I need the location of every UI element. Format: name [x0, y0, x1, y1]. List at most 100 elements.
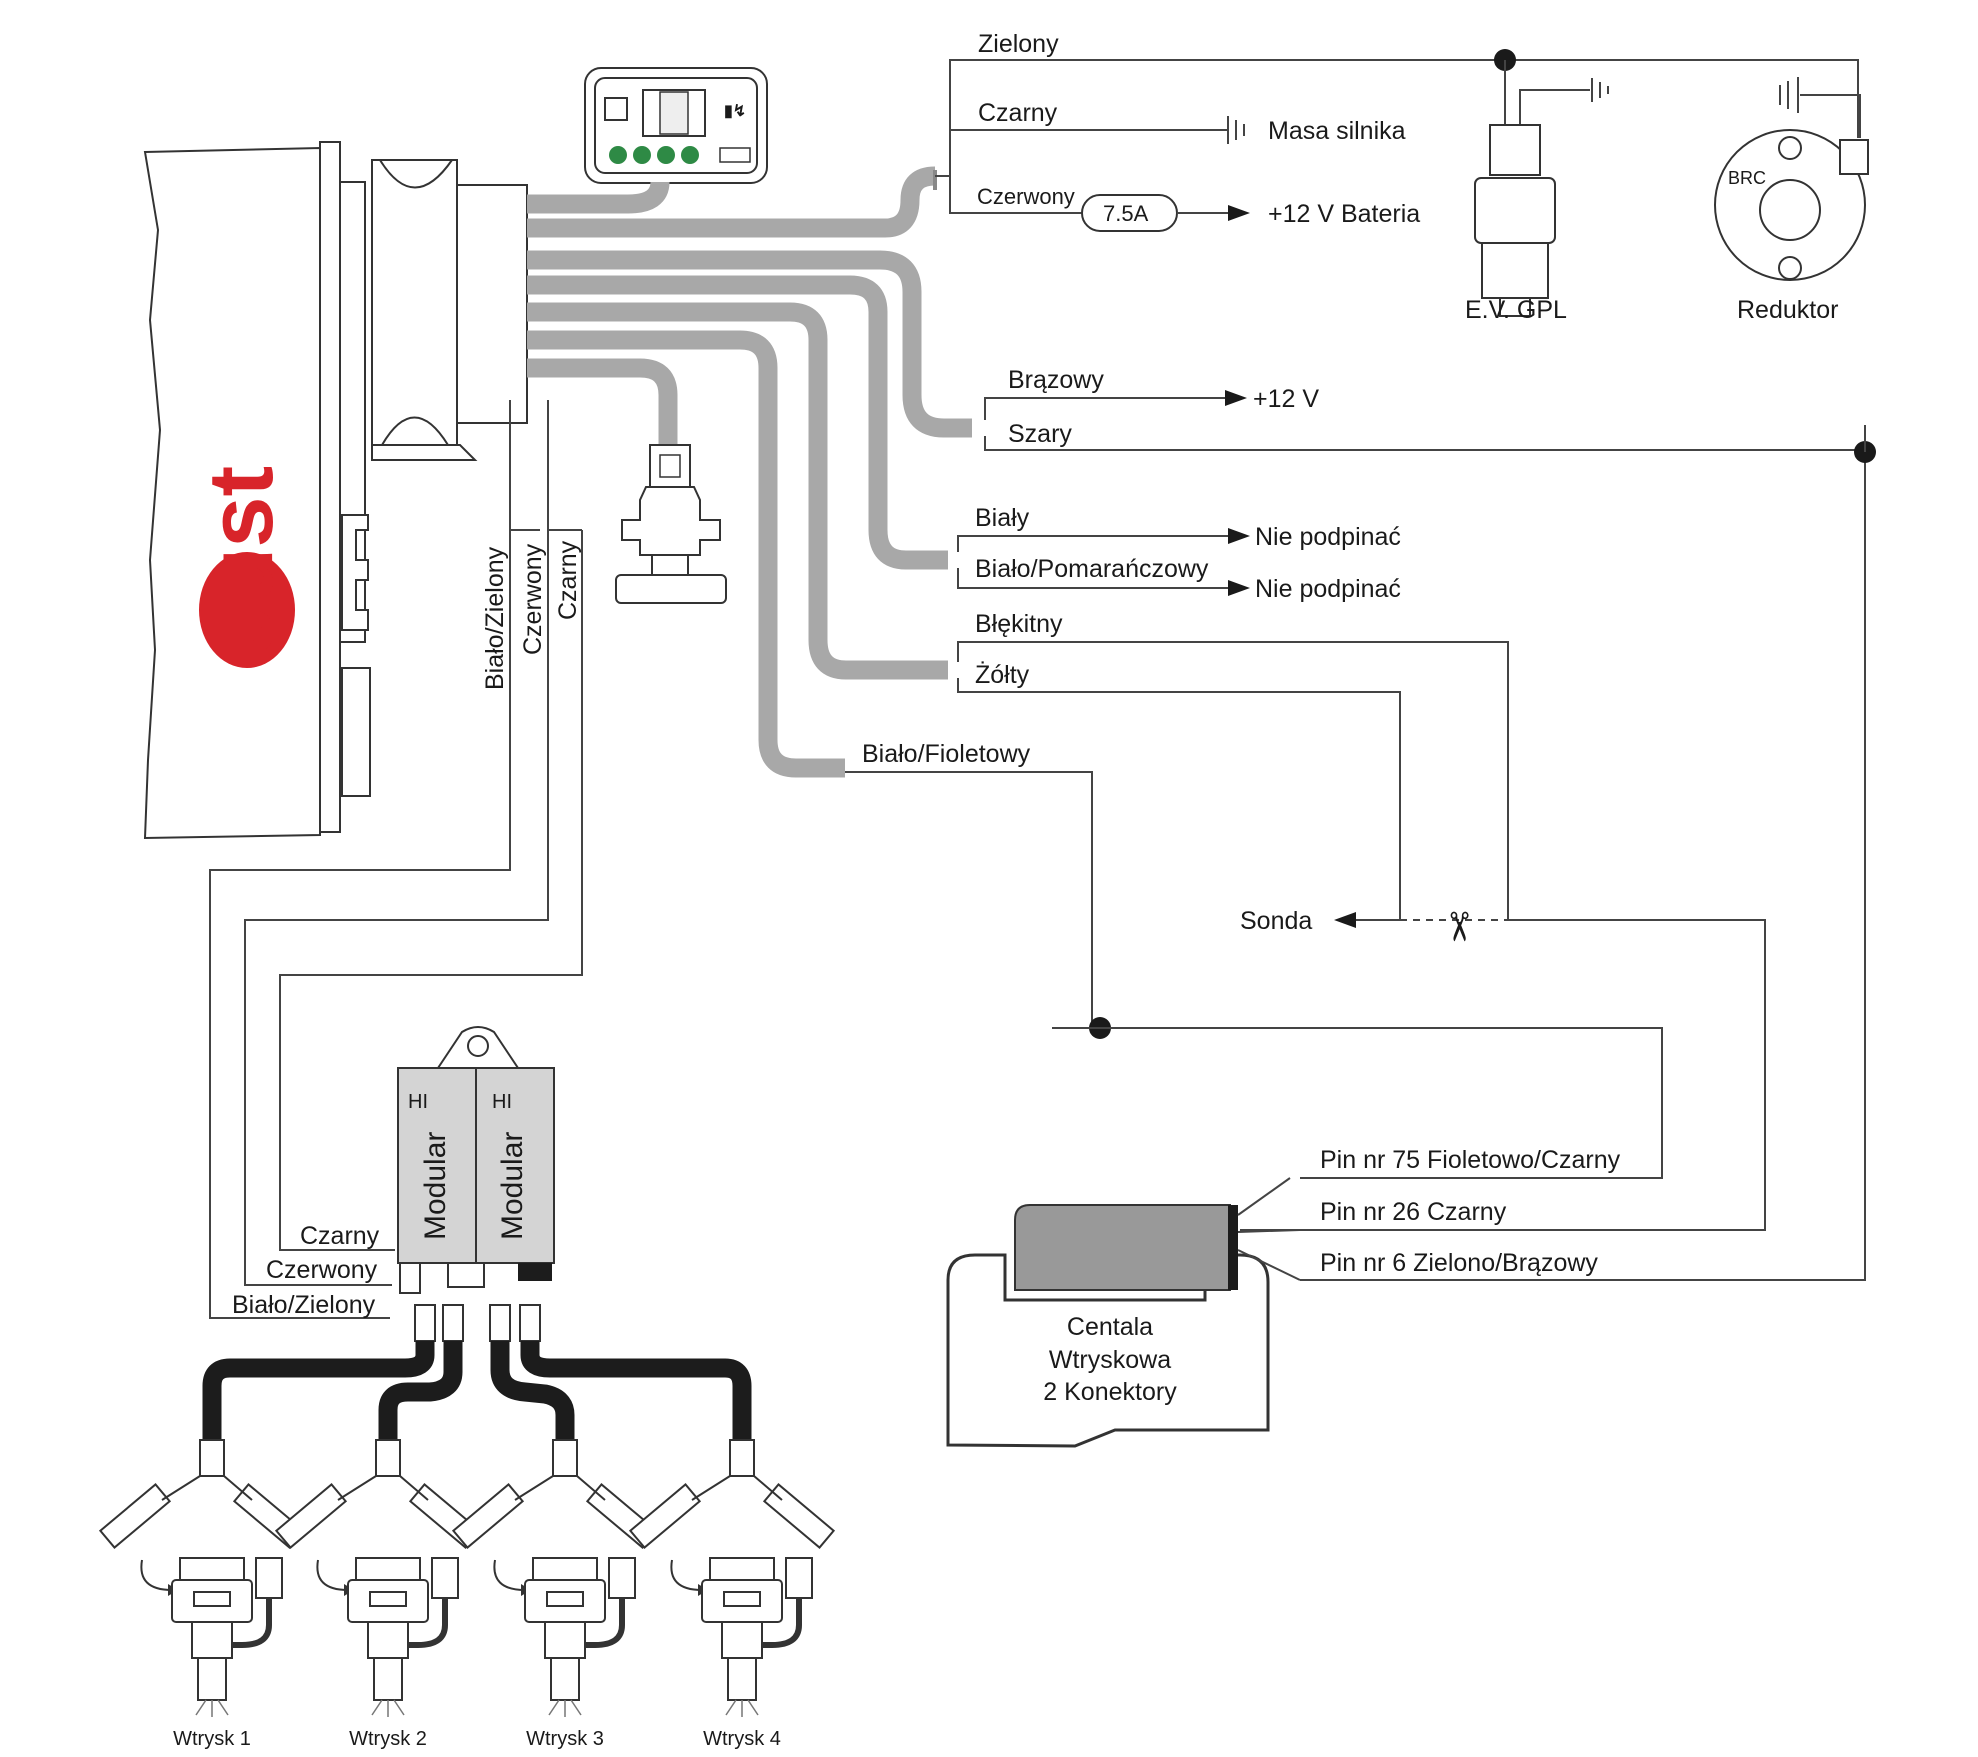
- fuse-label: 7.5A: [1103, 201, 1149, 226]
- harness-blue-yellow: [527, 302, 948, 680]
- sensor-body: [621, 486, 721, 556]
- injector-label-4: Wtrysk 4: [703, 1728, 781, 1750]
- switch-button-rocker: [659, 91, 689, 135]
- modular-out-1: [414, 1304, 436, 1342]
- injector-tip: [197, 1657, 227, 1701]
- ecu-clip: [341, 514, 369, 631]
- injector-socket: [193, 1591, 231, 1607]
- wire-white-green-ecu: [209, 400, 511, 1319]
- pressure-sensor: [615, 444, 727, 604]
- splitter-arm-left: [451, 1483, 525, 1549]
- ground-symbol-reducer: [1779, 77, 1799, 113]
- injector-shaft: [191, 1621, 233, 1659]
- gas-icon: ▮↯: [724, 103, 746, 120]
- label-no-connect-1: Nie podpinać: [1255, 523, 1401, 551]
- ground-symbol-engine: [1227, 116, 1245, 144]
- label-brown: Brązowy: [1008, 366, 1104, 394]
- modular-badge-right: HI: [492, 1091, 512, 1113]
- injector-cable-4: [520, 1341, 752, 1445]
- injector-cable-1: [202, 1341, 435, 1445]
- spray-icon: [371, 1699, 405, 1717]
- reducer-center: [1759, 179, 1821, 241]
- injection-unit-line2: Wtryskowa: [1049, 1346, 1171, 1374]
- ecu-connector-latch-top: [379, 159, 453, 189]
- injector-harness: [202, 1341, 752, 1445]
- harness-panel: [527, 181, 670, 214]
- splitter-arm-left: [628, 1483, 702, 1549]
- scissors-icon: ✂: [1436, 910, 1480, 944]
- injector-label-3: Wtrysk 3: [526, 1728, 604, 1750]
- adapter-cable: [585, 1598, 625, 1648]
- splitter-body: [375, 1439, 401, 1477]
- label-plus12: +12 V: [1253, 385, 1319, 413]
- level-led-4: [681, 146, 699, 164]
- wire-yellow: [957, 678, 1401, 920]
- injection-unit-line1: Centala: [1067, 1313, 1153, 1341]
- middle-wiring: Brązowy +12 V Szary Biały Nie podpinać B…: [845, 366, 1876, 1281]
- splitter-fork: [514, 1475, 606, 1501]
- label-light-blue: Błękitny: [975, 610, 1063, 638]
- arrow-white-orange: [1228, 580, 1250, 596]
- modular-title-left: Modular: [419, 1132, 452, 1240]
- just-logo: Just: [190, 466, 295, 668]
- label-probe: Sonda: [1240, 907, 1312, 935]
- wire-black: [949, 129, 1228, 176]
- injection-ecu-connector: [1014, 1204, 1231, 1291]
- wire-brown: [984, 397, 1225, 420]
- wire-violet-pin75: [1052, 1027, 1663, 1179]
- modular-plug-mid: [447, 1262, 485, 1288]
- injector-label-1: Wtrysk 1: [173, 1728, 251, 1750]
- modular-unit: Modular Modular HI HI Czarny Czerwony Bi…: [232, 1026, 555, 1342]
- just-logo-text: Just: [190, 466, 292, 655]
- injector-shaft: [544, 1621, 586, 1659]
- spray-icon: [195, 1699, 229, 1717]
- sensor-pipe: [615, 574, 727, 604]
- wire-black-ecu: [279, 530, 583, 1251]
- just-logo-emblem: [199, 552, 295, 668]
- reducer: BRC Reduktor: [1714, 129, 1869, 324]
- ecu-connector-tab: [371, 444, 478, 461]
- arrow-plus12: [1225, 390, 1247, 406]
- ecu-connector-housing: [371, 159, 458, 446]
- injector-adapter: [785, 1557, 813, 1599]
- gray-harness: [527, 166, 972, 778]
- injector-cable-3: [490, 1341, 575, 1445]
- level-led-3: [657, 146, 675, 164]
- injector-shaft: [367, 1621, 409, 1659]
- modular-right: [475, 1067, 555, 1264]
- injector-socket: [546, 1591, 584, 1607]
- injector-top: [709, 1557, 775, 1581]
- label-gray: Szary: [1008, 420, 1072, 448]
- adapter-cable: [408, 1598, 448, 1648]
- splitter-fork: [337, 1475, 429, 1501]
- rotate-arrow-icon: [316, 1559, 349, 1591]
- modular-out-4: [519, 1304, 541, 1342]
- injector-3: Wtrysk 3: [451, 1439, 659, 1750]
- pin-fan: [1237, 1177, 1301, 1281]
- label-battery: +12 V Bateria: [1268, 200, 1420, 228]
- modular-left: [397, 1067, 477, 1264]
- modular-label-white-green: Biało/Zielony: [232, 1291, 376, 1319]
- arrow-probe: [1334, 912, 1356, 928]
- modular-badge-left: HI: [408, 1091, 428, 1113]
- injection-unit-line3: 2 Konektory: [1043, 1378, 1177, 1406]
- injector-adapter: [608, 1557, 636, 1599]
- status-window: [719, 147, 751, 163]
- label-pin26: Pin nr 26 Czarny: [1320, 1198, 1507, 1226]
- injector-top: [355, 1557, 421, 1581]
- injector-cable-2: [378, 1341, 463, 1445]
- injector-socket: [369, 1591, 407, 1607]
- modular-out-3: [489, 1304, 511, 1342]
- rotate-arrow-icon: [493, 1559, 526, 1591]
- modular-plug-right: [518, 1263, 552, 1281]
- modular-title-right: Modular: [496, 1132, 529, 1240]
- reducer-connector: [1839, 139, 1869, 175]
- ground-symbol-valve: [1591, 78, 1609, 102]
- label-engine-ground: Masa silnika: [1268, 117, 1406, 145]
- wire-reducer-ground: [1800, 94, 1861, 138]
- arrow-white: [1228, 528, 1250, 544]
- ecu-harness-plug: [456, 184, 528, 424]
- reducer-brand: BRC: [1728, 168, 1766, 188]
- injector-adapter: [255, 1557, 283, 1599]
